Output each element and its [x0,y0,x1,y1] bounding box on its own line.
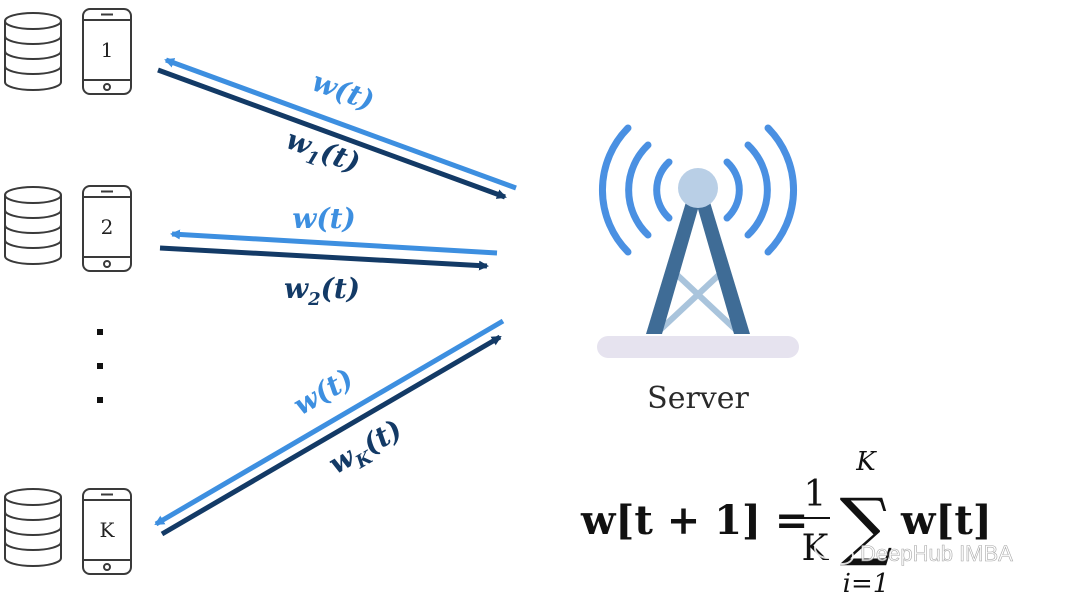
phone-icon [82,8,132,95]
database-icon [4,12,62,91]
sum-symbol: ∑ [840,483,893,569]
arrow-pair-2: w(t) w2(t) [159,202,498,310]
fraction-numerator: 1 [804,474,827,515]
ellipsis-dots [97,329,103,403]
client-1: 1 [4,8,132,95]
upload-label: wK(t) [323,413,411,486]
wechat-icon [814,537,854,565]
tower-lattice [646,168,750,334]
server-tower-icon [597,124,799,358]
watermark: DeepHub IMBA [814,537,1013,566]
antenna-bulb [678,168,718,208]
client-2: 2 [4,185,132,272]
upload-arrow [159,245,489,271]
client-id-label: 1 [101,38,114,62]
client-id-label: 2 [101,215,114,239]
arrow-pair-k: w(t) wK(t) [154,318,505,537]
signal-waves-icon [598,124,798,256]
tower-base [597,336,799,358]
download-arrow [170,229,498,256]
sum-upper-limit: K [855,447,877,477]
upload-arrow [157,67,507,200]
database-icon [4,488,62,567]
upload-label: w2(t) [284,272,360,310]
download-arrow [164,57,517,191]
database-icon [4,186,62,265]
formula-lhs: w[t + 1] = [580,497,808,544]
download-arrow [154,318,505,527]
sum-lower-limit: i=1 [843,569,890,599]
download-label: w(t) [292,202,356,235]
download-label: w(t) [308,65,379,118]
client-k: K [4,488,132,575]
watermark-text: DeepHub IMBA [860,541,1013,566]
phone-icon [82,185,132,272]
upload-arrow [160,334,502,537]
phone-icon [82,488,132,575]
client-id-label: K [100,518,116,542]
server-label: Server [647,381,749,416]
upload-label-main: w [284,272,309,305]
upload-label-tail: (t) [321,272,360,305]
formula-rhs: w[t] [900,497,992,544]
upload-label-subscript: 2 [307,289,321,310]
arrow-pair-1: w(t) w1(t) [157,57,517,200]
aggregation-formula: w[t + 1] = 1 K K ∑ i=1 w[t] [580,447,992,599]
